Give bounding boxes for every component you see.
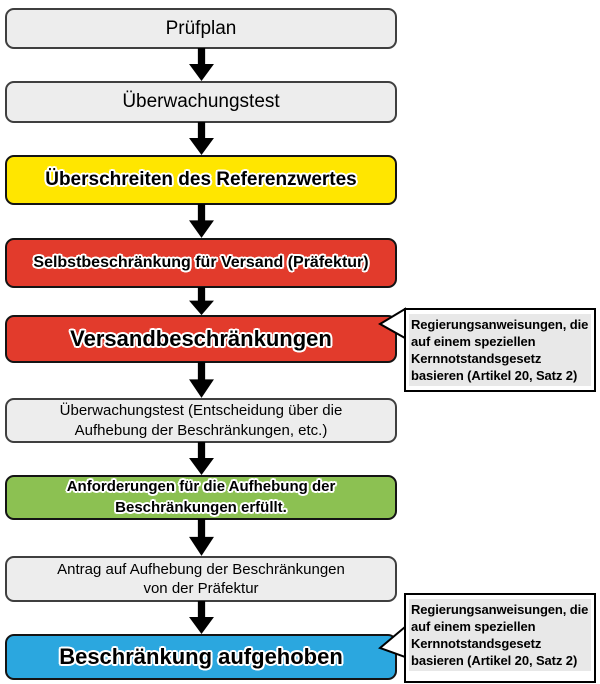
node-label: Überwachungstest (Entscheidung über die … xyxy=(59,402,343,439)
node-anforderungen-erfuellt: Anforderungen für die Aufhebung der Besc… xyxy=(5,475,397,520)
node-label: Beschränkung aufgehoben xyxy=(59,644,343,669)
callout-tail-icon xyxy=(378,307,406,340)
arrow-down-icon xyxy=(189,519,214,556)
node-label: Anforderungen für die Aufhebung der Besc… xyxy=(66,478,336,516)
node-label: Überwachungstest xyxy=(122,91,280,112)
arrow-down-icon xyxy=(189,287,214,316)
node-pruefplan: Prüfplan xyxy=(5,8,397,49)
node-referenzwert-ueberschritten: Überschreiten des Referenzwertes xyxy=(5,155,397,205)
arrow-down-icon xyxy=(189,48,214,81)
annotation-versandbeschraenkungen: Regierungsanweisungen, die auf einem spe… xyxy=(404,308,596,392)
node-antrag-aufhebung: Antrag auf Aufhebung der Beschränkungen … xyxy=(5,556,397,602)
node-label: Überschreiten des Referenzwertes xyxy=(45,169,357,190)
arrow-down-icon xyxy=(189,122,214,155)
node-label: Versandbeschränkungen xyxy=(70,326,332,351)
arrow-down-icon xyxy=(189,204,214,238)
node-label: Antrag auf Aufhebung der Beschränkungen … xyxy=(57,560,345,598)
node-beschraenkung-aufgehoben: Beschränkung aufgehoben xyxy=(5,634,397,680)
arrow-down-icon xyxy=(189,601,214,634)
node-label: Selbstbeschränkung für Versand (Präfektu… xyxy=(33,254,369,271)
node-versandbeschraenkungen: Versandbeschränkungen xyxy=(5,315,397,363)
annotation-beschraenkung-aufgehoben: Regierungsanweisungen, die auf einem spe… xyxy=(404,593,596,683)
node-ueberwachungstest-aufhebung: Überwachungstest (Entscheidung über die … xyxy=(5,398,397,443)
arrow-down-icon xyxy=(189,362,214,398)
arrow-down-icon xyxy=(189,442,214,475)
callout-tail-icon xyxy=(378,624,406,659)
node-label: Prüfplan xyxy=(165,17,237,39)
annotation-text: Regierungsanweisungen, die auf einem spe… xyxy=(409,314,591,386)
annotation-text: Regierungsanweisungen, die auf einem spe… xyxy=(409,599,591,671)
